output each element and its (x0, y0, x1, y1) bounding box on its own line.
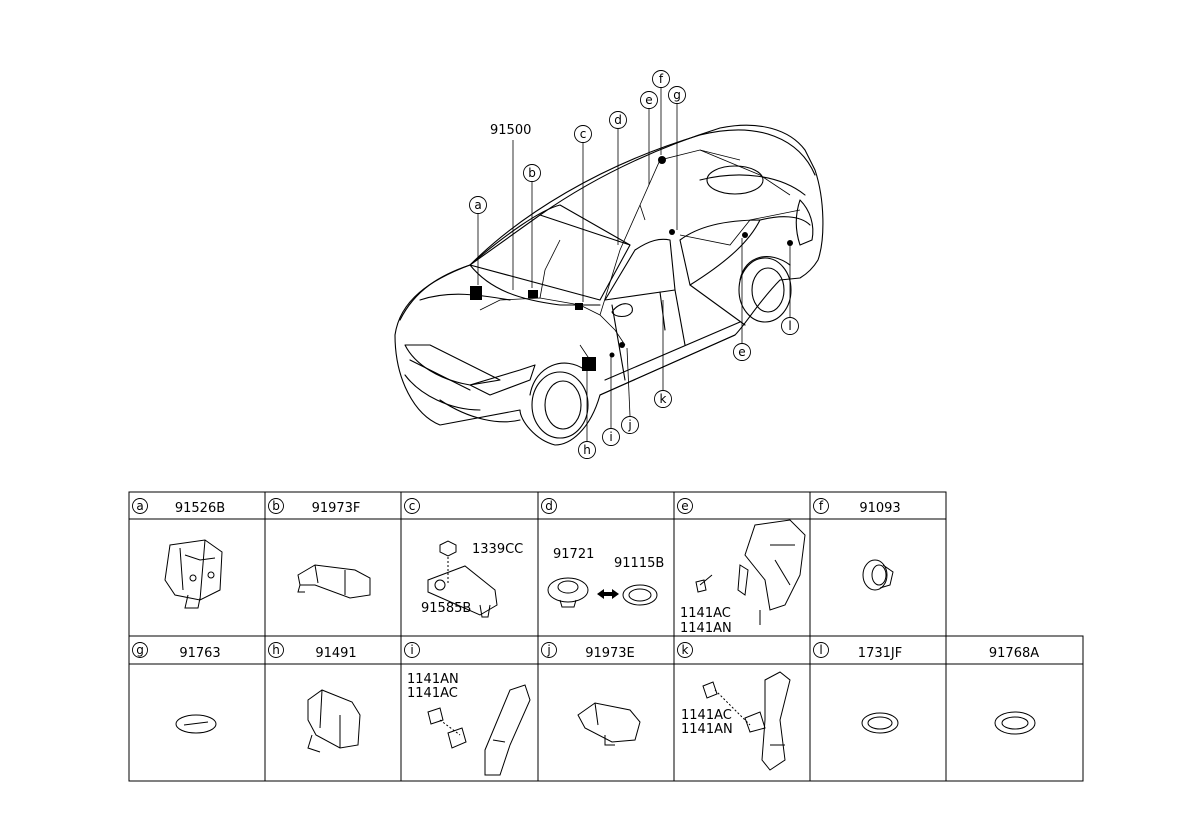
cell-f-letter: f (819, 499, 824, 513)
part-number-h: 91491 (315, 646, 356, 661)
callout-c: c (580, 127, 587, 141)
part-i-drawing (427, 684, 531, 776)
cell-g-letter: g (136, 643, 144, 657)
car-headlight (469, 364, 536, 396)
cell-d-letter: d (545, 499, 553, 513)
cell-h-letter: h (272, 643, 280, 657)
part-number-a: 91526B (175, 501, 225, 516)
callout-j: j (627, 418, 631, 432)
part-a-drawing (164, 539, 223, 609)
connector-h (582, 357, 596, 371)
part-number-e1: 1141AC (680, 606, 731, 621)
cell-l-letter: l (819, 643, 822, 657)
part-d-drawing (547, 577, 658, 608)
part-l1-drawing (861, 712, 899, 734)
part-number-g: 91763 (179, 646, 220, 661)
part-number-l2: 91768A (989, 646, 1039, 661)
cell-j-letter: j (546, 643, 550, 657)
part-number-j: 91973E (585, 646, 635, 661)
callout-k: k (660, 392, 667, 406)
part-number-c1: 1339CC (472, 542, 523, 557)
main-part-number: 91500 (490, 123, 531, 138)
cell-b-letter: b (272, 499, 280, 513)
car-front-wheel (531, 371, 589, 439)
cell-k-letter: k (682, 643, 689, 657)
car-front-window (604, 238, 676, 301)
part-h-drawing (307, 689, 361, 753)
callout-h: h (583, 443, 591, 457)
part-number-c2: 91585B (421, 601, 471, 616)
part-number-i2: 1141AC (407, 686, 458, 701)
part-number-d1: 91721 (553, 547, 594, 562)
cell-a-letter: a (136, 499, 143, 513)
part-number-i1: 1141AN (407, 672, 459, 687)
part-b-drawing (297, 564, 371, 599)
callout-b: b (528, 166, 536, 180)
part-f-drawing (862, 559, 894, 591)
callout-l: l (788, 319, 791, 333)
car-side-mirror (611, 303, 633, 318)
callout-i: i (609, 430, 612, 444)
part-l2-drawing (994, 711, 1036, 735)
callout-f: f (659, 72, 664, 86)
part-number-e2: 1141AN (680, 621, 732, 636)
cell-i-letter: i (410, 643, 413, 657)
callout-a: a (474, 198, 481, 212)
car-wiring-diagram: 91500 a b c d e f g h i j k l e (394, 70, 824, 459)
callout-e-bottom: e (738, 345, 745, 359)
connector-a (470, 286, 482, 300)
part-j-drawing (577, 702, 641, 746)
car-roof-line (469, 129, 816, 266)
car-grille (404, 344, 501, 386)
part-number-d2: 91115B (614, 556, 664, 571)
car-body-outline (394, 124, 824, 446)
part-number-l1: 1731JF (858, 646, 902, 661)
part-number-k1: 1141AC (681, 708, 732, 723)
car-hood (399, 264, 471, 321)
cell-e-letter: e (681, 499, 688, 513)
part-number-b: 91973F (312, 501, 361, 516)
part-e-drawing (695, 519, 806, 625)
part-number-k2: 1141AN (681, 722, 733, 737)
part-k-drawing (702, 671, 791, 771)
cell-c-letter: c (409, 499, 416, 513)
callout-g: g (673, 88, 681, 102)
part-g-drawing (175, 714, 217, 734)
part-c-drawing (427, 540, 498, 618)
double-arrow-icon (597, 589, 619, 599)
part-number-f: 91093 (859, 501, 900, 516)
car-rear-wheel (738, 257, 792, 323)
callout-e-top: e (645, 93, 652, 107)
callout-d: d (614, 113, 622, 127)
